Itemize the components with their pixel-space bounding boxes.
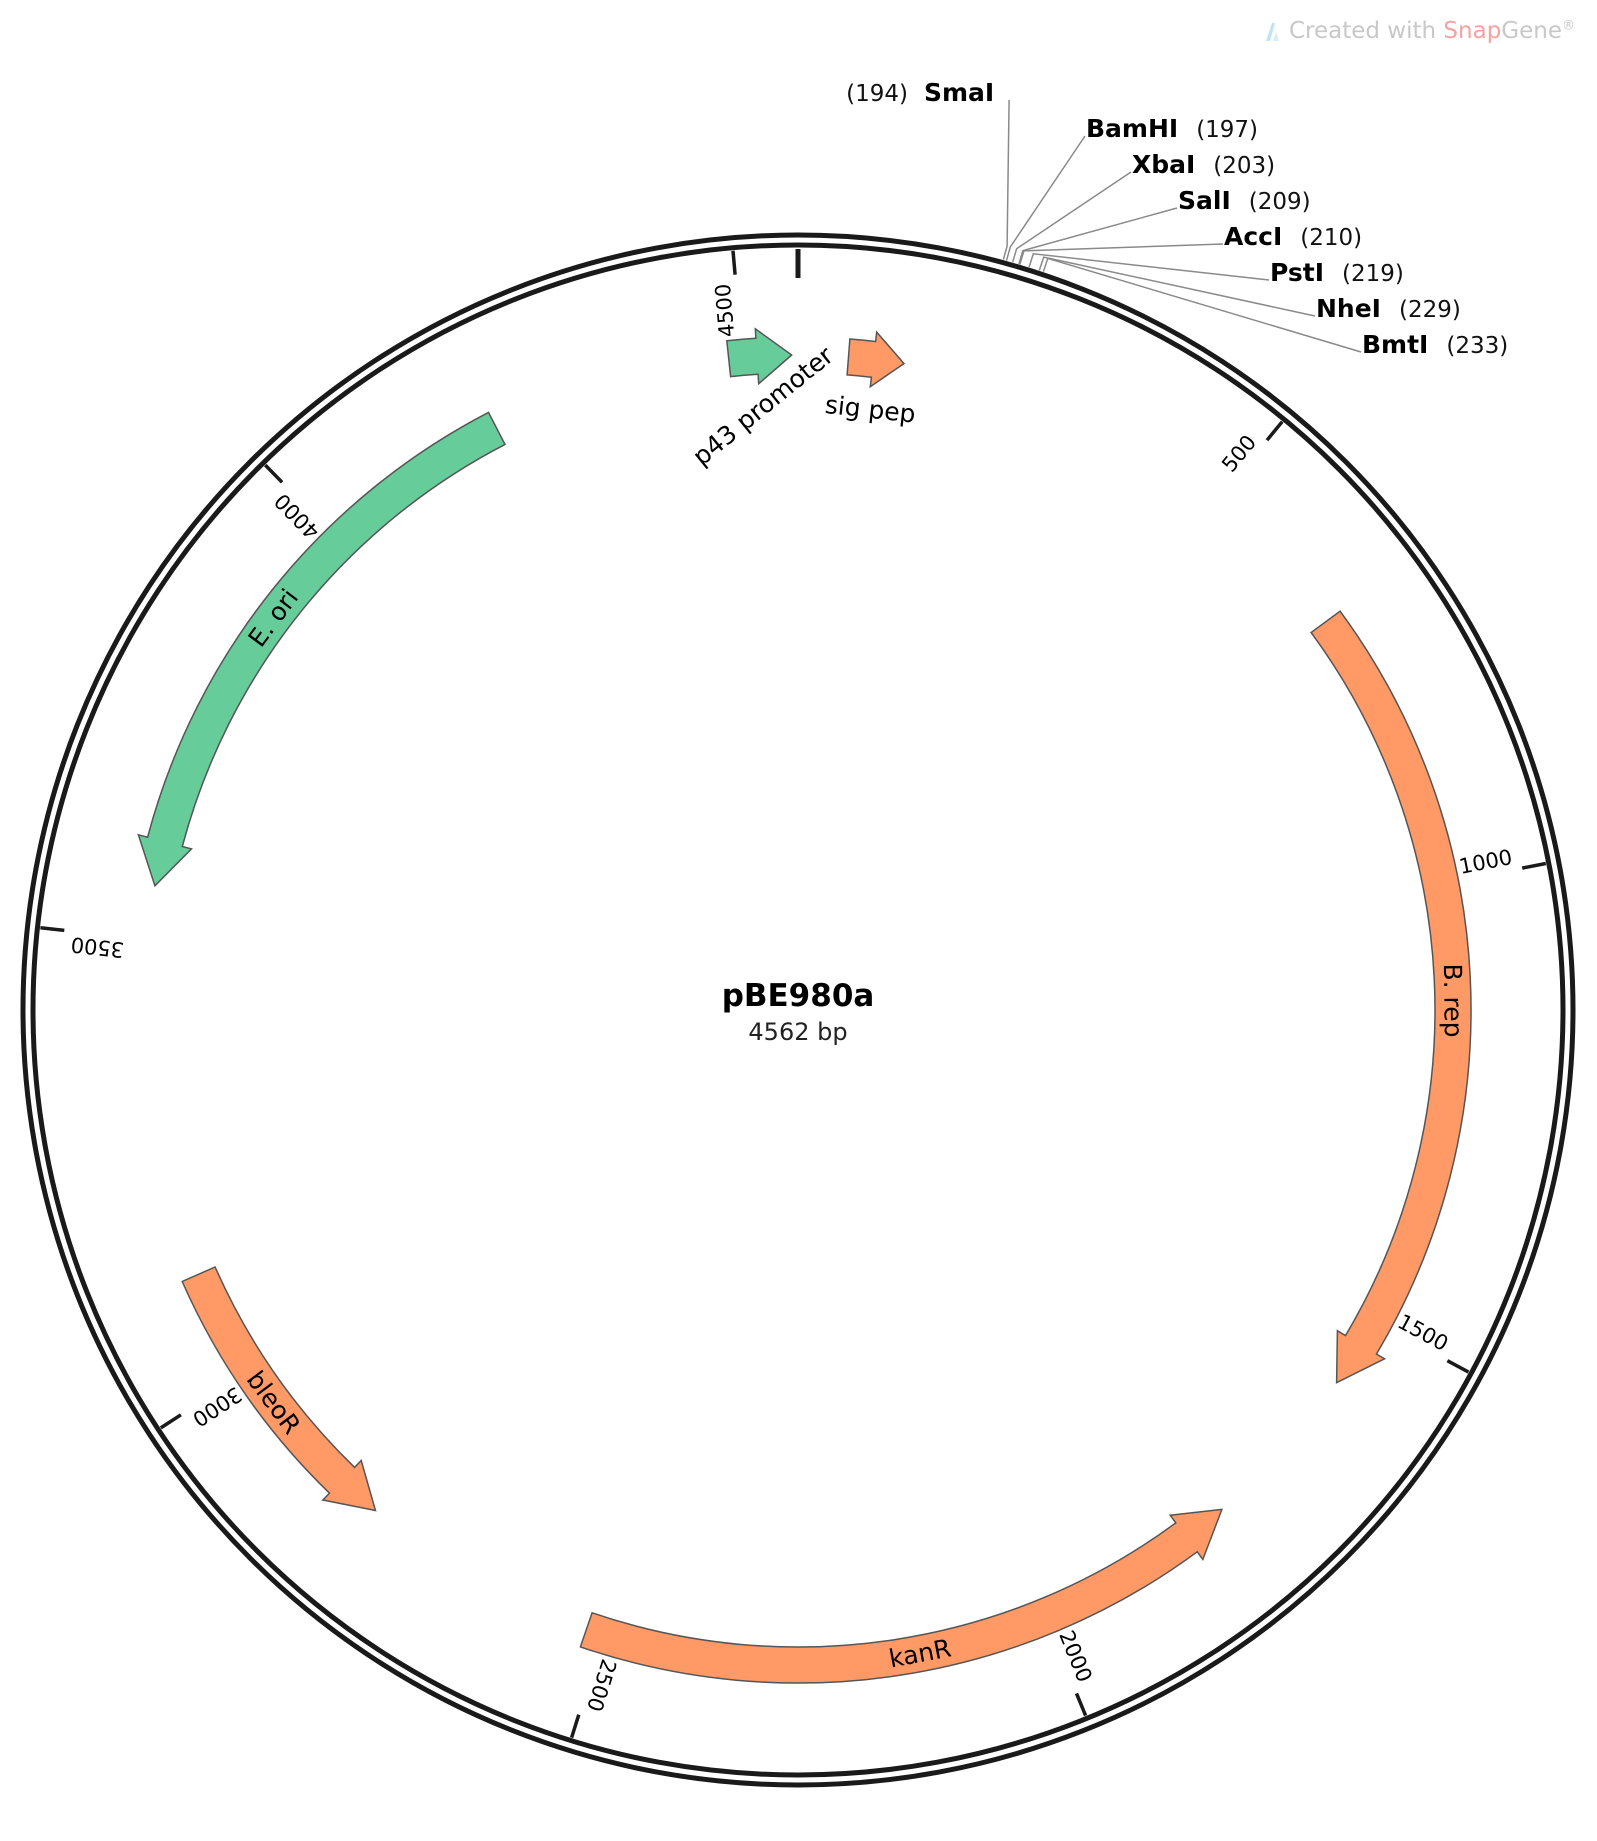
tick-label-500: 500 (1217, 430, 1261, 476)
site-position-acci: (210) (1300, 225, 1362, 251)
site-position-sali: (209) (1249, 189, 1311, 215)
feature-arrow-sig-pep (846, 330, 906, 389)
tick-label-4000: 4000 (270, 489, 325, 544)
tick-mark-2500 (569, 1714, 581, 1739)
tick-label-3500: 3500 (70, 932, 126, 962)
backbone-outer-ring (20, 232, 1576, 1788)
tick-mark-500 (1265, 420, 1284, 442)
tick-label-1500: 1500 (1394, 1309, 1452, 1356)
restriction-sites-layer: (194) SmaI BamHI (197)XbaI (203) SalI (209) Acc… (846, 78, 1508, 359)
tick-mark-2000 (1074, 1692, 1088, 1717)
watermark-brand-snap: Snap (1443, 18, 1502, 44)
site-leader-line-nhei (1038, 256, 1316, 317)
tick-label-2500: 2500 (582, 1656, 621, 1714)
site-label-nhei: NheI (229) (1316, 294, 1461, 323)
tick-mark-1500 (1446, 1359, 1470, 1374)
snapgene-logo-icon (1265, 23, 1279, 41)
site-label-smai: (194) SmaI (846, 78, 994, 107)
watermark-text: Created with SnapGene® (1289, 18, 1575, 44)
plasmid-backbone (20, 232, 1576, 1788)
watermark-prefix: Created with (1288, 18, 1444, 44)
feature-arrow-p43-promoter (725, 327, 793, 386)
tick-label-4500: 4500 (711, 283, 739, 338)
site-position-bmti: (233) (1446, 333, 1508, 359)
site-leader-line-acci (1019, 243, 1224, 265)
site-label-bmti: BmtI (233) (1362, 330, 1508, 359)
site-leader-line-psti (1028, 252, 1270, 281)
feature-arrow-b-rep (1310, 610, 1472, 1384)
site-name-bmti: BmtI (1362, 330, 1428, 359)
tick-mark-3500 (40, 926, 65, 933)
site-name-nhei: NheI (1316, 294, 1381, 323)
feature-arrow-kanr (579, 1508, 1224, 1684)
site-label-bamhi: BamHI (197) (1086, 114, 1258, 143)
site-position-xbai: (203) (1213, 153, 1275, 179)
plasmid-length: 4562 bp (748, 1018, 847, 1046)
site-position-nhei: (229) (1399, 297, 1461, 323)
site-position-bamhi: (197) (1196, 117, 1258, 143)
site-name-smai: SmaI (924, 78, 994, 107)
tick-mark-3000 (159, 1413, 182, 1430)
site-name-xbai: XbaI (1132, 150, 1195, 179)
tick-label-3000: 3000 (188, 1382, 246, 1431)
backbone-inner-ring (30, 242, 1566, 1778)
tick-mark-4000 (264, 463, 284, 484)
feature-label-b-rep: B. rep (1438, 963, 1468, 1037)
site-leader-line-bamhi (1005, 135, 1086, 261)
site-label-xbai: XbaI (203) (1132, 150, 1275, 179)
tick-mark-4500 (731, 250, 737, 275)
site-label-sali: SalI (209) (1178, 186, 1311, 215)
site-name-sali: SalI (1178, 186, 1231, 215)
snapgene-watermark: Created with SnapGene® (1263, 18, 1575, 44)
site-position-psti: (219) (1342, 261, 1404, 287)
site-leader-line-sali (1018, 207, 1178, 265)
feature-label-sig-pep: sig pep (824, 390, 918, 429)
feature-arrow-e-ori (137, 411, 507, 888)
site-leader-line-smai (1002, 99, 1010, 260)
site-name-bamhi: BamHI (1086, 114, 1178, 143)
watermark-brand-gene: Gene (1501, 18, 1562, 44)
site-position-smai: (194) (846, 81, 908, 107)
site-name-psti: PstI (1270, 258, 1324, 287)
tick-label-2000: 2000 (1054, 1627, 1096, 1686)
site-leader-line-xbai (1011, 171, 1132, 263)
feature-arrow-bleor (181, 1266, 377, 1512)
site-name-acci: AccI (1224, 222, 1282, 251)
tick-mark-1000 (1521, 861, 1547, 870)
site-label-psti: PstI (219) (1270, 258, 1404, 287)
tick-label-1000: 1000 (1457, 845, 1514, 879)
site-label-acci: AccI (210) (1224, 222, 1362, 251)
watermark-registered-mark: ® (1562, 18, 1575, 34)
plasmid-name: pBE980a (722, 978, 875, 1014)
site-leader-line-bmti (1042, 257, 1362, 353)
